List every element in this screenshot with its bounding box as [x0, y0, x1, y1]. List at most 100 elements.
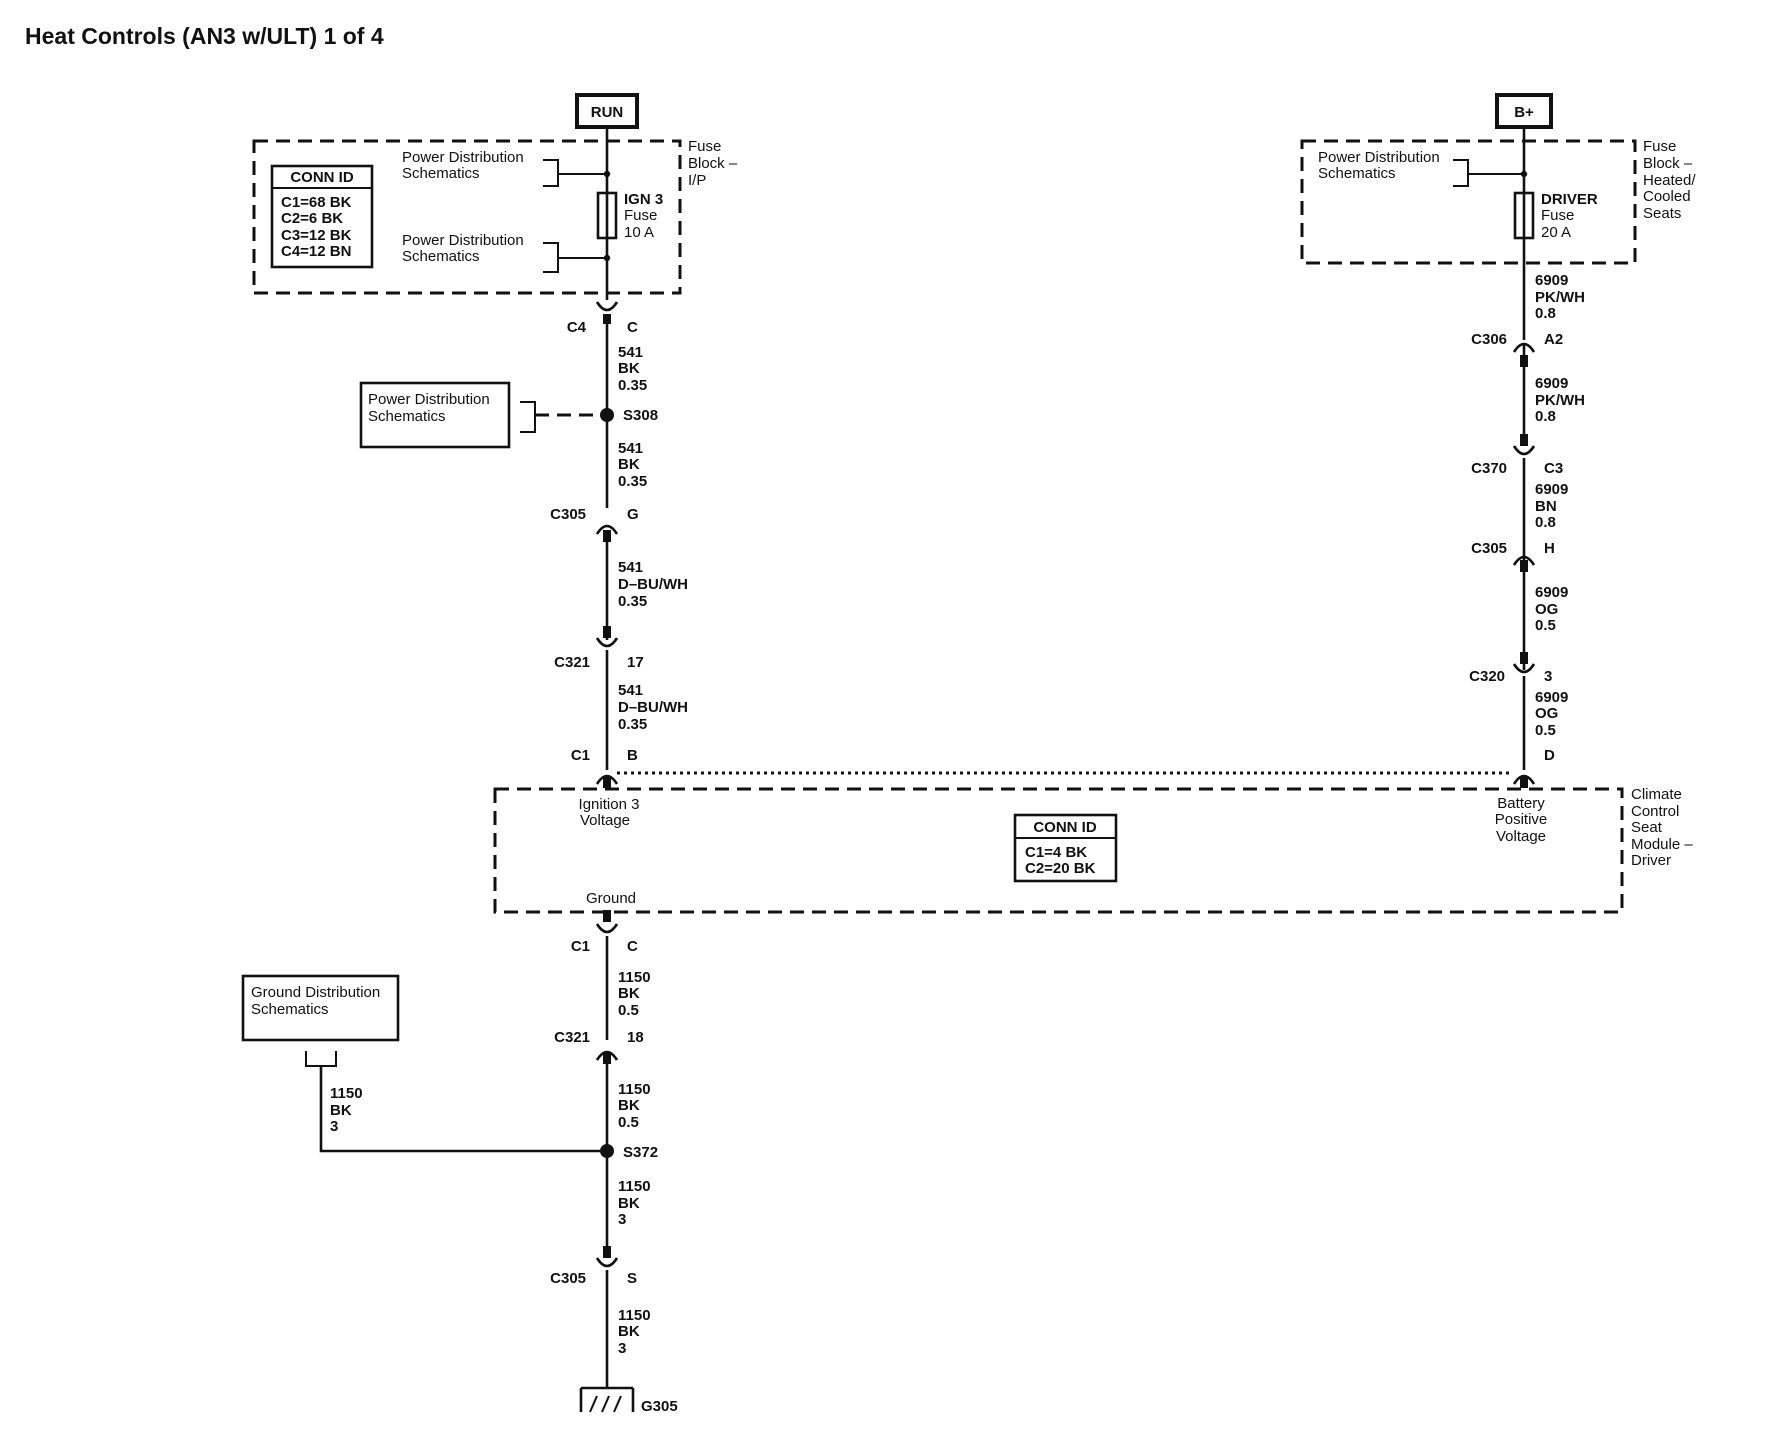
- svg-text:6909: 6909: [1535, 481, 1568, 498]
- wire-label-6909-c: 6909 BN 0.8: [1535, 481, 1568, 531]
- fuse-block-conn-id: CONN ID C1=68 BK C2=6 BK C3=12 BK C4=12 …: [270, 164, 374, 269]
- svg-text:Schematics: Schematics: [402, 248, 480, 265]
- svg-text:BK: BK: [618, 1097, 640, 1114]
- connector-c370-c3: C370 C3: [1471, 434, 1563, 477]
- svg-text:CONN ID: CONN ID: [1033, 819, 1097, 836]
- svg-text:BK: BK: [618, 1195, 640, 1212]
- svg-text:C306: C306: [1471, 331, 1507, 348]
- connector-c1-b: C1 B: [571, 747, 638, 788]
- connector-d: D: [1512, 747, 1555, 788]
- wire-label-6909-a: 6909 PK/WH 0.8: [1535, 272, 1585, 322]
- gd-ref: Ground Distribution Schematics: [241, 974, 600, 1153]
- svg-text:0.8: 0.8: [1535, 305, 1556, 322]
- run-source: RUN: [575, 93, 639, 129]
- wire-label-6909-d: 6909 OG 0.5: [1535, 584, 1568, 634]
- svg-text:PK/WH: PK/WH: [1535, 392, 1585, 409]
- svg-text:3: 3: [618, 1211, 626, 1228]
- svg-text:Fuse: Fuse: [688, 138, 721, 155]
- bplus-label: B+: [1514, 104, 1534, 121]
- connector-c320-3: C320 3: [1469, 652, 1552, 685]
- svg-text:0.35: 0.35: [618, 473, 647, 490]
- svg-text:Seat: Seat: [1631, 819, 1663, 836]
- svg-text:Control: Control: [1631, 803, 1679, 820]
- svg-text:Schematics: Schematics: [368, 408, 446, 425]
- svg-text:Power Distribution: Power Distribution: [368, 391, 490, 408]
- svg-text:C4=12 BN: C4=12 BN: [281, 243, 351, 260]
- svg-text:S: S: [627, 1270, 637, 1287]
- connector-c306-a2: C306 A2: [1471, 331, 1563, 367]
- svg-text:BK: BK: [618, 1323, 640, 1340]
- svg-text:C: C: [627, 319, 638, 336]
- svg-text:D: D: [1544, 747, 1555, 764]
- svg-text:D–BU/WH: D–BU/WH: [618, 576, 688, 593]
- connector-c1-c: C1 C: [571, 910, 638, 955]
- svg-text:541: 541: [618, 682, 643, 699]
- svg-text:18: 18: [627, 1029, 644, 1046]
- svg-text:1150: 1150: [618, 1178, 651, 1195]
- connector-c305-h: C305 H: [1471, 540, 1555, 572]
- svg-text:C3: C3: [1544, 460, 1563, 477]
- svg-text:A2: A2: [1544, 331, 1563, 348]
- svg-text:20 A: 20 A: [1541, 224, 1571, 241]
- svg-text:BK: BK: [330, 1102, 352, 1119]
- svg-text:Positive: Positive: [1495, 811, 1548, 828]
- svg-text:541: 541: [618, 440, 643, 457]
- svg-text:OG: OG: [1535, 705, 1558, 722]
- climate-seat-module-boundary: [493, 787, 1624, 914]
- splice-s372: S372: [600, 1144, 658, 1161]
- svg-text:C2=20 BK: C2=20 BK: [1025, 860, 1096, 877]
- wire-label-6909-e: 6909 OG 0.5: [1535, 689, 1568, 739]
- svg-text:3: 3: [330, 1118, 338, 1135]
- svg-text:BK: BK: [618, 456, 640, 473]
- svg-text:C370: C370: [1471, 460, 1507, 477]
- svg-text:BK: BK: [618, 360, 640, 377]
- svg-text:Fuse: Fuse: [1643, 138, 1676, 155]
- pd-ref-bottom: Power Distribution Schematics: [402, 232, 611, 273]
- bplus-source: B+: [1495, 93, 1553, 129]
- svg-text:H: H: [1544, 540, 1555, 557]
- svg-text:1150: 1150: [330, 1085, 363, 1102]
- fuse-block-ip-boundary: [252, 139, 682, 295]
- svg-text:Ground Distribution: Ground Distribution: [251, 984, 380, 1001]
- wire-label-541-b: 541 BK 0.35: [618, 440, 647, 490]
- svg-text:C305: C305: [1471, 540, 1507, 557]
- wire-label-1150-c: 1150 BK 3: [618, 1178, 651, 1228]
- svg-text:BK: BK: [618, 985, 640, 1002]
- svg-text:0.5: 0.5: [618, 1002, 639, 1019]
- ign3-fuse: IGN 3 Fuse 10 A: [596, 191, 663, 241]
- svg-text:6909: 6909: [1535, 689, 1568, 706]
- svg-text:6909: 6909: [1535, 272, 1568, 289]
- svg-text:B: B: [627, 747, 638, 764]
- svg-text:1150: 1150: [618, 1081, 651, 1098]
- svg-text:C305: C305: [550, 1270, 586, 1287]
- run-label: RUN: [591, 104, 624, 121]
- svg-text:C1=4 BK: C1=4 BK: [1025, 844, 1087, 861]
- svg-text:C2=6 BK: C2=6 BK: [281, 210, 343, 227]
- svg-text:10 A: 10 A: [624, 224, 654, 241]
- svg-text:541: 541: [618, 559, 643, 576]
- fuse-block-seats-boundary: [1300, 139, 1637, 265]
- svg-text:0.5: 0.5: [1535, 617, 1556, 634]
- svg-text:C305: C305: [550, 506, 586, 523]
- svg-text:6909: 6909: [1535, 584, 1568, 601]
- svg-text:C1=68 BK: C1=68 BK: [281, 194, 352, 211]
- svg-text:DRIVER: DRIVER: [1541, 191, 1598, 208]
- svg-text:6909: 6909: [1535, 375, 1568, 392]
- svg-text:IGN 3: IGN 3: [624, 191, 663, 208]
- svg-text:Climate: Climate: [1631, 786, 1682, 803]
- svg-text:Fuse: Fuse: [624, 207, 657, 224]
- connector-c305-s: C305 S: [550, 1246, 637, 1287]
- svg-text:C1: C1: [571, 747, 590, 764]
- svg-text:Battery: Battery: [1497, 795, 1545, 812]
- svg-text:CONN ID: CONN ID: [290, 169, 354, 186]
- svg-text:3: 3: [1544, 668, 1552, 685]
- svg-text:0.35: 0.35: [618, 377, 647, 394]
- svg-text:I/P: I/P: [688, 172, 706, 189]
- svg-text:0.35: 0.35: [618, 593, 647, 610]
- svg-text:17: 17: [627, 654, 644, 671]
- svg-text:Voltage: Voltage: [1496, 828, 1546, 845]
- svg-text:Ignition 3: Ignition 3: [579, 796, 640, 813]
- pd-ref-s308: Power Distribution Schematics: [359, 381, 600, 449]
